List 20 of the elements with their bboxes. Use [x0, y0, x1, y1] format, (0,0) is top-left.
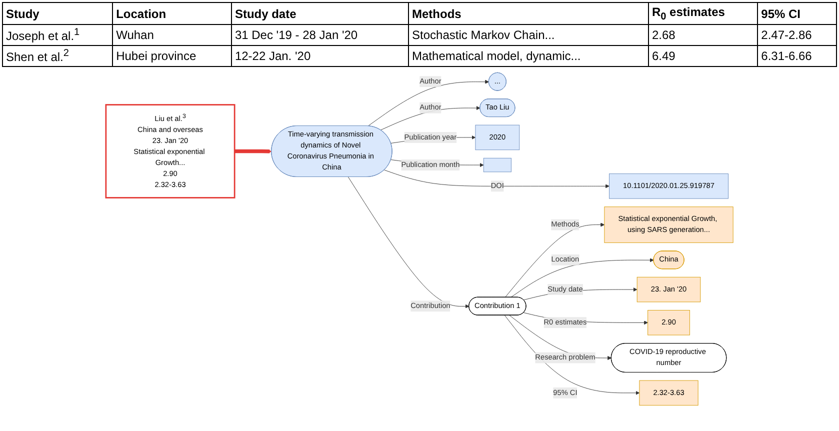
table-entry: 12-22 Jan. '20: [231, 46, 409, 67]
arrow: [234, 150, 272, 154]
table-entry: 31 Dec '19 - 28 Jan '20: [231, 24, 409, 46]
table-entry: Stochastic Markov Chain...: [408, 24, 648, 46]
table-entry: Wuhan: [112, 24, 232, 46]
table-entry: Mathematical model, dynamic...: [408, 46, 648, 67]
table-entry: Hubei province: [112, 46, 232, 67]
table-entry: Joseph et al.$^{1}$: [2, 24, 113, 46]
node-box: [483, 158, 512, 173]
column-header: Study: [2, 2, 113, 25]
table-entry: 2.68: [648, 24, 758, 46]
column-header: R$_{0}$ estimates: [648, 2, 758, 25]
column-header: Methods: [408, 2, 648, 25]
table-entry: 6.49: [648, 46, 758, 67]
table-entry: 2.47-2.86: [758, 24, 836, 46]
column-header: Location: [112, 2, 232, 25]
table-entry: 6.31-6.66: [758, 46, 836, 67]
table-entry: Shen et al.$^{2}$: [2, 46, 113, 67]
column-header: Study date: [231, 2, 409, 25]
column-header: 95% CI: [758, 2, 836, 25]
